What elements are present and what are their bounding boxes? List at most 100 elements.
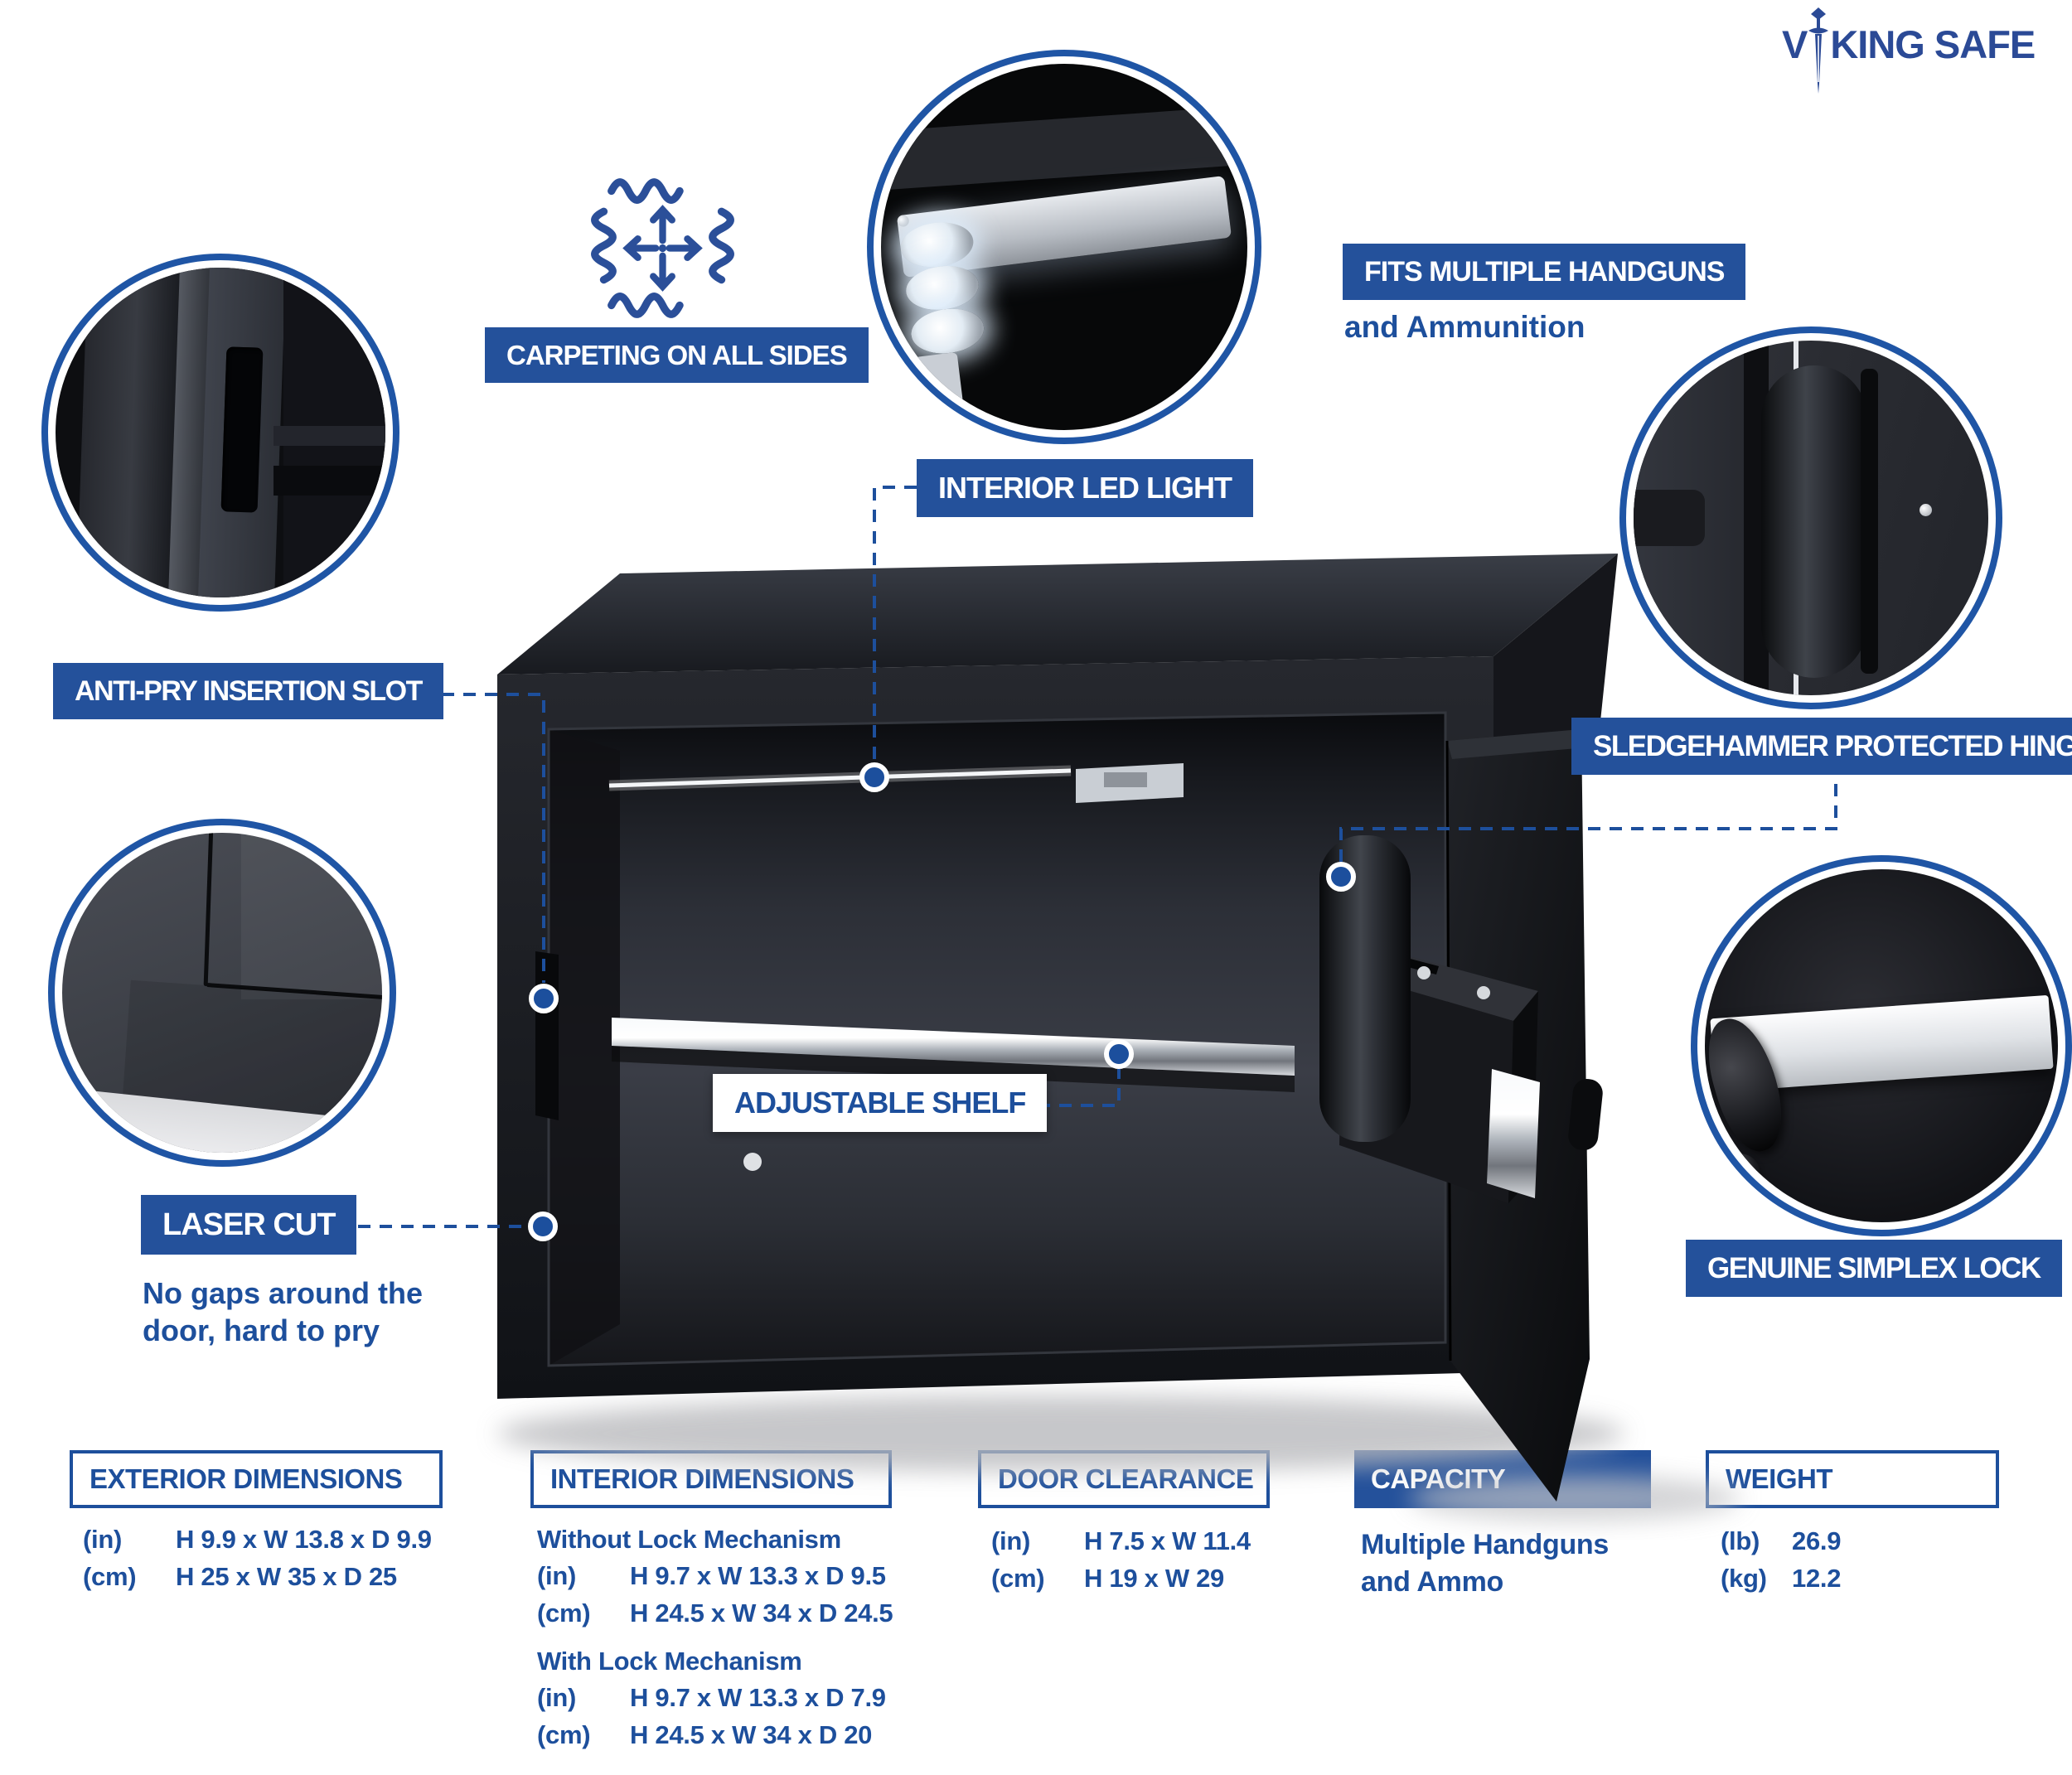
tag-anti-pry: ANTI-PRY INSERTION SLOT [53,663,443,719]
safe-right-face [1493,554,1618,741]
spec-unit: (cm) [991,1564,1045,1593]
spec-unit: (cm) [537,1720,591,1749]
spec-header-door-clearance: DOOR CLEARANCE [978,1450,1270,1508]
connector-anti-pry [420,693,545,983]
hinge-weld-strip [1860,369,1879,675]
spec-row: (in) H 9.7 x W 13.3 x D 7.9 [537,1683,893,1713]
laser-cut-photo [62,833,382,1153]
tag-laser-cut: LASER CUT [141,1195,357,1255]
spec-value: H 7.5 x W 11.4 [1084,1526,1251,1555]
safe-door [1319,729,1603,1502]
tag-laser-cut-sub: No gaps around the door, hard to pry [143,1274,423,1349]
spec-unit: (in) [991,1526,1030,1555]
marker-dots [528,762,1356,1241]
spec-value: H 9.7 x W 13.3 x D 7.9 [630,1683,886,1712]
spec-row: (in) H 7.5 x W 11.4 [991,1526,1251,1556]
spec-unit: (in) [537,1561,576,1590]
photo-callout-hinge [1619,326,2002,709]
spec-body-interior: Without Lock Mechanism (in) H 9.7 x W 13… [537,1525,893,1758]
spec-body-exterior: (in) H 9.9 x W 13.8 x D 9.9 (cm) H 25 x … [83,1525,432,1599]
tag-adjustable-shelf: ADJUSTABLE SHELF [713,1074,1048,1132]
capacity-line1: Multiple Handguns [1361,1529,1609,1560]
spec-row: (cm) H 19 x W 29 [991,1564,1251,1594]
spec-unit: (in) [537,1683,576,1712]
spec-row: (lb) 26.9 [1721,1526,1841,1556]
spec-value: H 9.7 x W 13.3 x D 9.5 [630,1561,886,1590]
spec-unit: (cm) [537,1598,591,1627]
led-screw [896,214,910,228]
tag-interior-led: INTERIOR LED LIGHT [917,459,1253,517]
hinge-screw [1919,503,1932,516]
connector-led [873,486,917,761]
dot-led [859,762,889,792]
tag-genuine-simplex: GENUINE SIMPLEX LOCK [1686,1240,2062,1297]
spec-body-weight: (lb) 26.9 (kg) 12.2 [1721,1526,1841,1601]
spec-value: H 9.9 x W 13.8 x D 9.9 [176,1525,432,1554]
spec-unit: (kg) [1721,1564,1767,1593]
spec-value: H 24.5 x W 34 x D 20 [630,1720,873,1749]
tag-fits-handguns-sub: and Ammunition [1344,310,1585,344]
lock-slot [1398,956,1439,975]
door-panel [1447,729,1590,1502]
spec-body-capacity: Multiple Handguns and Ammo [1361,1526,1609,1601]
photo-callout-simplex-lock [1691,855,2072,1236]
dot-shelf [1104,1039,1134,1069]
door-knob [1568,1079,1603,1150]
spec-value: 26.9 [1792,1526,1842,1555]
sword-icon [1808,7,1829,94]
spec-row: (in) H 9.9 x W 13.8 x D 9.9 [83,1525,432,1555]
led-lamp [898,218,975,271]
interior-left-wall [549,729,620,1366]
ceiling-latch [1076,763,1184,803]
capacity-line2: and Ammo [1361,1565,1504,1598]
shelf-bracket [1634,489,1705,547]
spec-row: (cm) H 24.5 x W 34 x D 20 [537,1720,893,1750]
tag-sledgehammer: SLEDGEHAMMER PROTECTED HINGE [1571,718,2072,775]
photo-callout-led [867,50,1261,444]
door-top-edge [1447,729,1586,759]
laser-cut-sub-line2: door, hard to pry [143,1313,380,1347]
spec-header-capacity: CAPACITY [1354,1450,1651,1508]
spec-row: (kg) 12.2 [1721,1564,1841,1594]
dot-anti-pry [529,984,559,1013]
spec-row: (in) H 9.7 x W 13.3 x D 9.5 [537,1561,893,1591]
insertion-slot [220,346,264,513]
panel-lighter-region [241,833,382,999]
led-bar [896,176,1232,430]
spec-body-door-clearance: (in) H 7.5 x W 11.4 (cm) H 19 x W 29 [991,1526,1251,1601]
interior-shelf-hint [273,465,385,496]
laser-cut-sub-line1: No gaps around the [143,1276,424,1310]
lock-latch-plate [1487,1069,1540,1198]
spec-row: (cm) H 25 x W 35 x D 25 [83,1562,432,1592]
lock-screw [1477,986,1490,999]
door-hinge [1319,835,1411,1142]
anti-pry-photo [56,268,385,597]
spec-value: H 24.5 x W 34 x D 24.5 [630,1598,893,1627]
dot-laser [528,1212,558,1241]
safe-interior [549,713,1445,1366]
dot-hinge [1326,862,1356,892]
carpet-top-band [881,104,1247,191]
photo-callout-laser-cut [48,819,396,1167]
hinge-photo [1634,341,1988,695]
lock-bar [1705,994,2054,1222]
light-sliver-top [1793,341,1798,387]
connector-sledgehammer [1339,777,1837,862]
tag-carpeting: CARPETING ON ALL SIDES [485,327,869,383]
photo-callout-anti-pry [41,254,399,612]
simplex-lock-photo [1705,869,2058,1222]
led-lamp [903,262,981,314]
spec-header-interior: INTERIOR DIMENSIONS [530,1450,892,1508]
lock-knob [1705,1010,1794,1160]
lock-button [1719,1153,1761,1195]
laser-seam-vertical [203,833,214,987]
spec-header-weight: WEIGHT [1706,1450,1999,1508]
lock-screw [1417,966,1431,979]
spec-unit: (cm) [83,1562,137,1591]
spec-unit: (lb) [1721,1526,1760,1555]
logo-suffix: KING SAFE [1830,22,2036,66]
safe-body [497,554,1618,1399]
interior-shelf-hint [273,426,385,446]
led-switch [913,351,966,430]
